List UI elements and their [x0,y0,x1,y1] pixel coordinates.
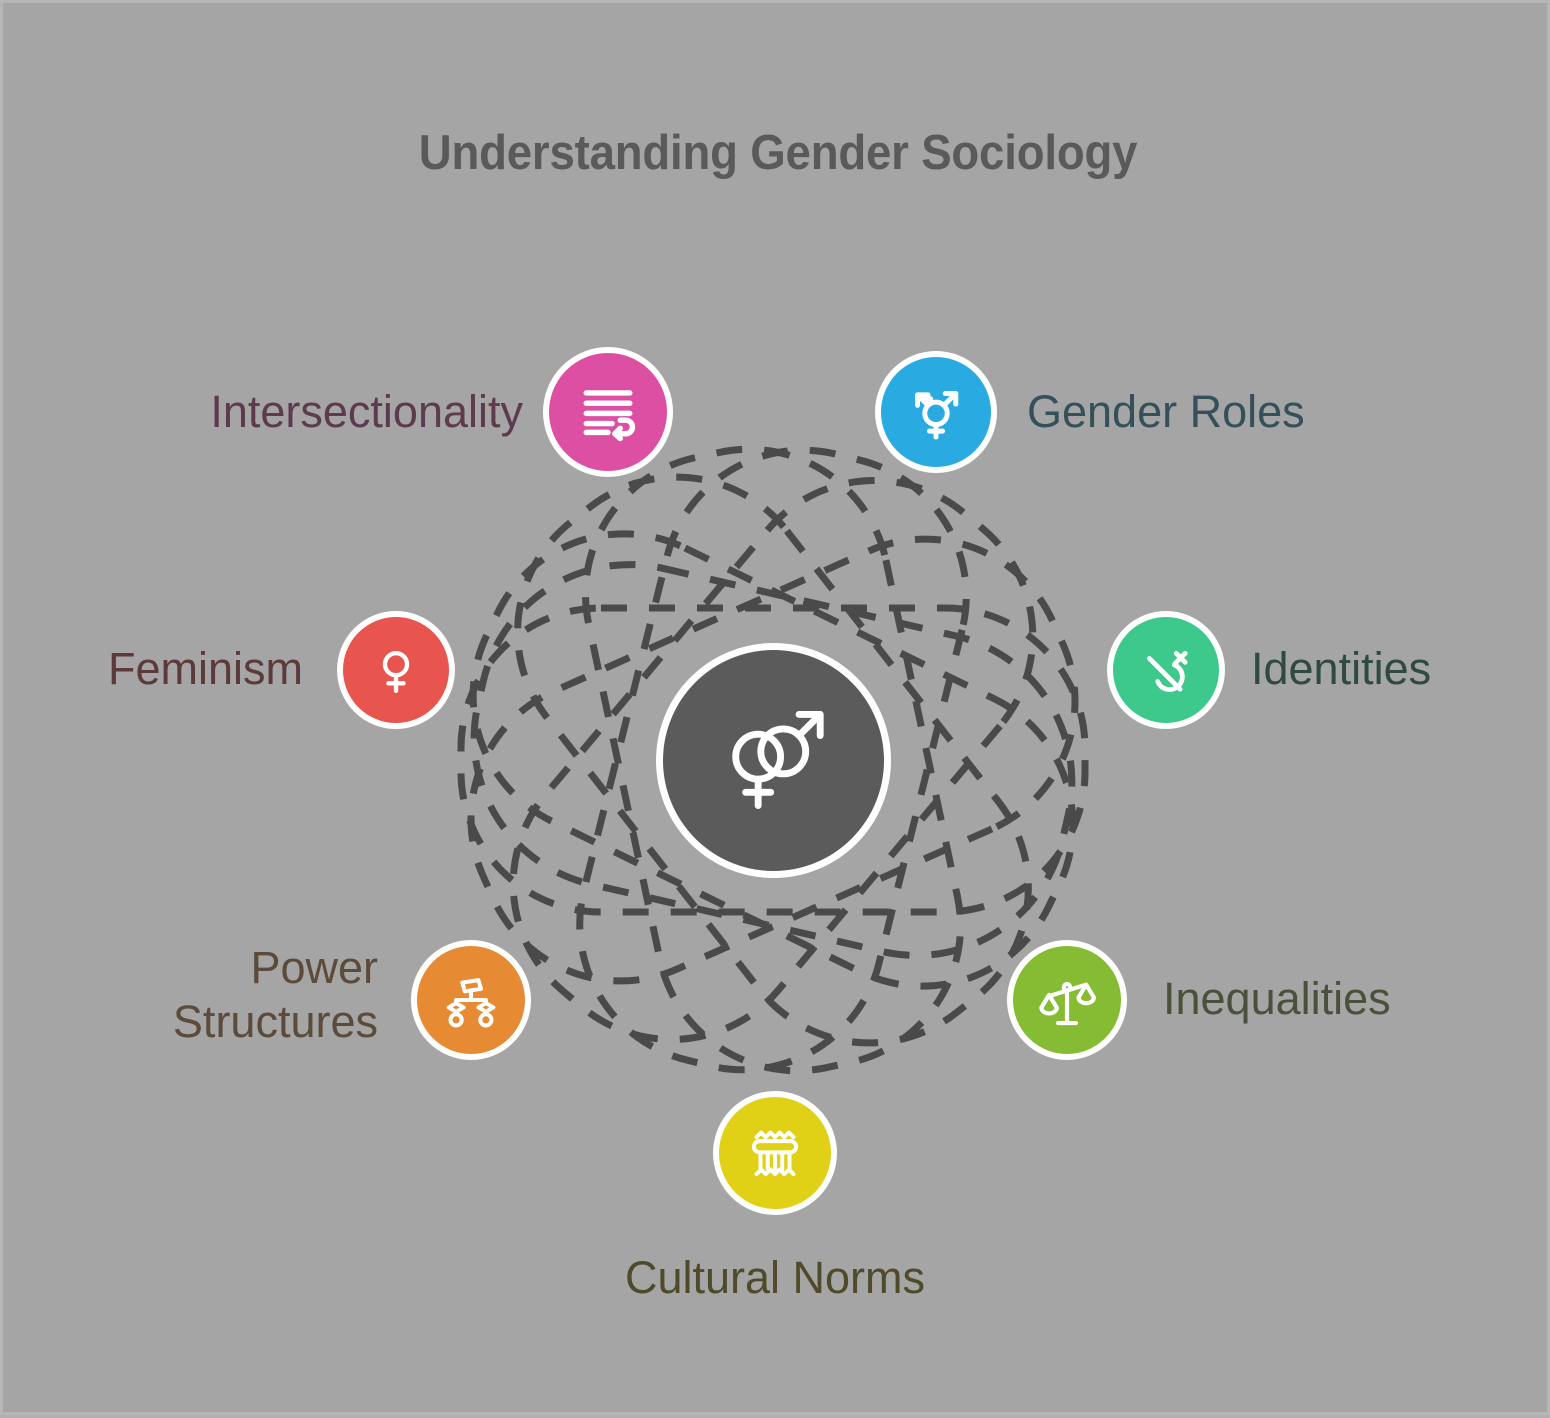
orbit-path [514,473,1032,1047]
node-label-gender-roles: Gender Roles [1027,386,1305,437]
node-label-feminism: Feminism [107,643,303,694]
unbalanced-scales-icon [1035,968,1099,1032]
node-bubble-power-structures[interactable] [411,940,531,1060]
node-label-intersectionality: Intersectionality [210,386,523,437]
page-title: Understanding Gender Sociology [418,126,1138,180]
node-label-inequalities: Inequalities [1163,973,1391,1024]
node-bubble-gender-roles[interactable] [875,351,997,473]
orbit-path [576,446,970,1074]
orbital-paths-group [457,445,1089,1075]
node-bubble-intersectionality[interactable] [543,347,673,477]
node-bubble-identities[interactable] [1107,611,1225,729]
orbit-path [582,445,964,1075]
orbit-path [457,604,1089,916]
node-label-cultural-norms: Cultural Norms [624,1252,926,1303]
center-hub[interactable] [656,643,891,878]
orbit-path [469,530,1077,990]
venus-symbol-icon [367,641,425,699]
orbit-path [467,535,1079,985]
node-bubble-cultural-norms[interactable] [713,1091,837,1215]
orbit-path [470,561,1076,959]
male-female-interlocked-symbol-icon [708,692,840,829]
hierarchy-org-chart-icon [440,969,502,1031]
orbit-path [509,477,1037,1043]
node-label-power-structures: Power Structures [172,942,378,1047]
node-bubble-feminism[interactable] [337,611,455,729]
classical-column-icon [742,1120,808,1186]
transgender-symbol-icon [903,379,969,445]
node-label-identities: Identities [1251,643,1432,694]
node-bubble-inequalities[interactable] [1007,940,1127,1060]
agender-symbol-icon [1134,638,1198,702]
text-lines-wrap-icon [574,378,642,446]
